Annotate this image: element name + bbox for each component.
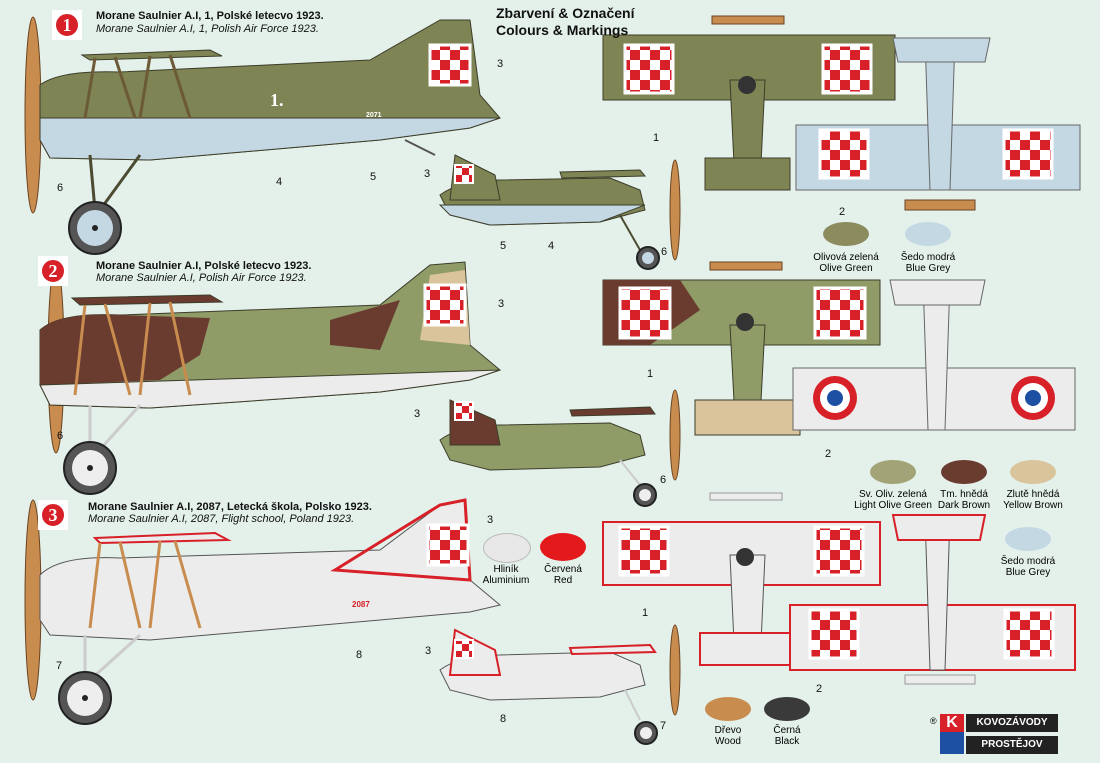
profile-2-subtitle: Morane Saulnier A.I, Polish Air Force 19… [96, 272, 307, 284]
callout-3: 3 [497, 58, 504, 70]
swatch-wood [705, 697, 751, 721]
callout-1-p3-top: 1 [642, 607, 649, 619]
profile-3-title: Morane Saulnier A.I, 2087, Letecká škola… [88, 501, 372, 513]
callout-3-p2: 3 [498, 298, 505, 310]
swatch-blue-grey [905, 222, 951, 246]
profile-2-title: Morane Saulnier A.I, Polské letecvo 1923… [96, 260, 312, 272]
kovozavody-prostejov-logo: ® K KOVOZÁVODY PROSTĚJOV [930, 714, 1070, 756]
swatch-aluminium [483, 533, 531, 563]
profile-1-title: Morane Saulnier A.I, 1, Polské letecvo 1… [96, 10, 324, 22]
profile-1-small-side-view [438, 154, 681, 270]
profile-1-number-badge: 1 [52, 10, 82, 40]
swatch-light-olive-green [870, 460, 916, 484]
callout-2-p2-bottom: 2 [825, 448, 832, 460]
callout-7-p3-small: 7 [660, 720, 667, 732]
swatch-black [764, 697, 810, 721]
profile-3-side-view [24, 498, 502, 725]
swatch-red [540, 533, 586, 561]
profile-3-small-side-view [439, 624, 681, 745]
callout-3-p3: 3 [487, 514, 494, 526]
callout-4-small: 4 [548, 240, 555, 252]
profile-3-number-badge: 3 [38, 500, 68, 530]
callout-1-p2-top: 1 [647, 368, 654, 380]
profile-1-bottom-view [795, 37, 1081, 211]
swatch-yellow-brown [1010, 460, 1056, 484]
header-title-en: Colours & Markings [496, 22, 629, 38]
callout-3-small: 3 [424, 168, 431, 180]
callout-5-small: 5 [500, 240, 507, 252]
profile-2-number-badge: 2 [38, 256, 68, 286]
profile-3-top-view [602, 492, 881, 666]
callout-1-top: 1 [653, 132, 660, 144]
callout-6-small: 6 [661, 246, 668, 258]
callout-6-p2-small: 6 [660, 474, 667, 486]
profile-1-top-view [602, 15, 896, 191]
profile-3-bottom-view [789, 514, 1076, 685]
callout-8-p3-small: 8 [500, 713, 507, 725]
callout-6: 6 [57, 182, 64, 194]
profile-2-top-view [602, 261, 881, 436]
callout-7-p3: 7 [56, 660, 63, 672]
profile-2-bottom-view [792, 279, 1076, 431]
callout-3-p3-small: 3 [425, 645, 432, 657]
profile-1-fuselage-marking: 1. [270, 90, 284, 110]
profile-1-serial: 2071 [366, 112, 382, 119]
profile-3-serial: 2087 [352, 600, 370, 609]
profile-2-small-side-view [439, 389, 681, 507]
callout-8-p3: 8 [356, 649, 363, 661]
swatch-dark-brown [941, 460, 987, 484]
swatch-blue-grey-2 [1005, 527, 1051, 551]
callout-4: 4 [276, 176, 283, 188]
swatch-olive-green [823, 222, 869, 246]
callout-5: 5 [370, 171, 377, 183]
profile-2-side-view [39, 261, 502, 495]
profile-1-subtitle: Morane Saulnier A.I, 1, Polish Air Force… [96, 23, 319, 35]
callout-3-p2-small: 3 [414, 408, 421, 420]
callout-2-bottom: 2 [839, 206, 846, 218]
profile-3-subtitle: Morane Saulnier A.I, 2087, Flight school… [88, 513, 355, 525]
callout-6-p2: 6 [57, 430, 64, 442]
callout-2-p3-bottom: 2 [816, 683, 823, 695]
header-title-cz: Zbarvení & Označení [496, 5, 635, 21]
profile-1-side-view [24, 16, 501, 255]
